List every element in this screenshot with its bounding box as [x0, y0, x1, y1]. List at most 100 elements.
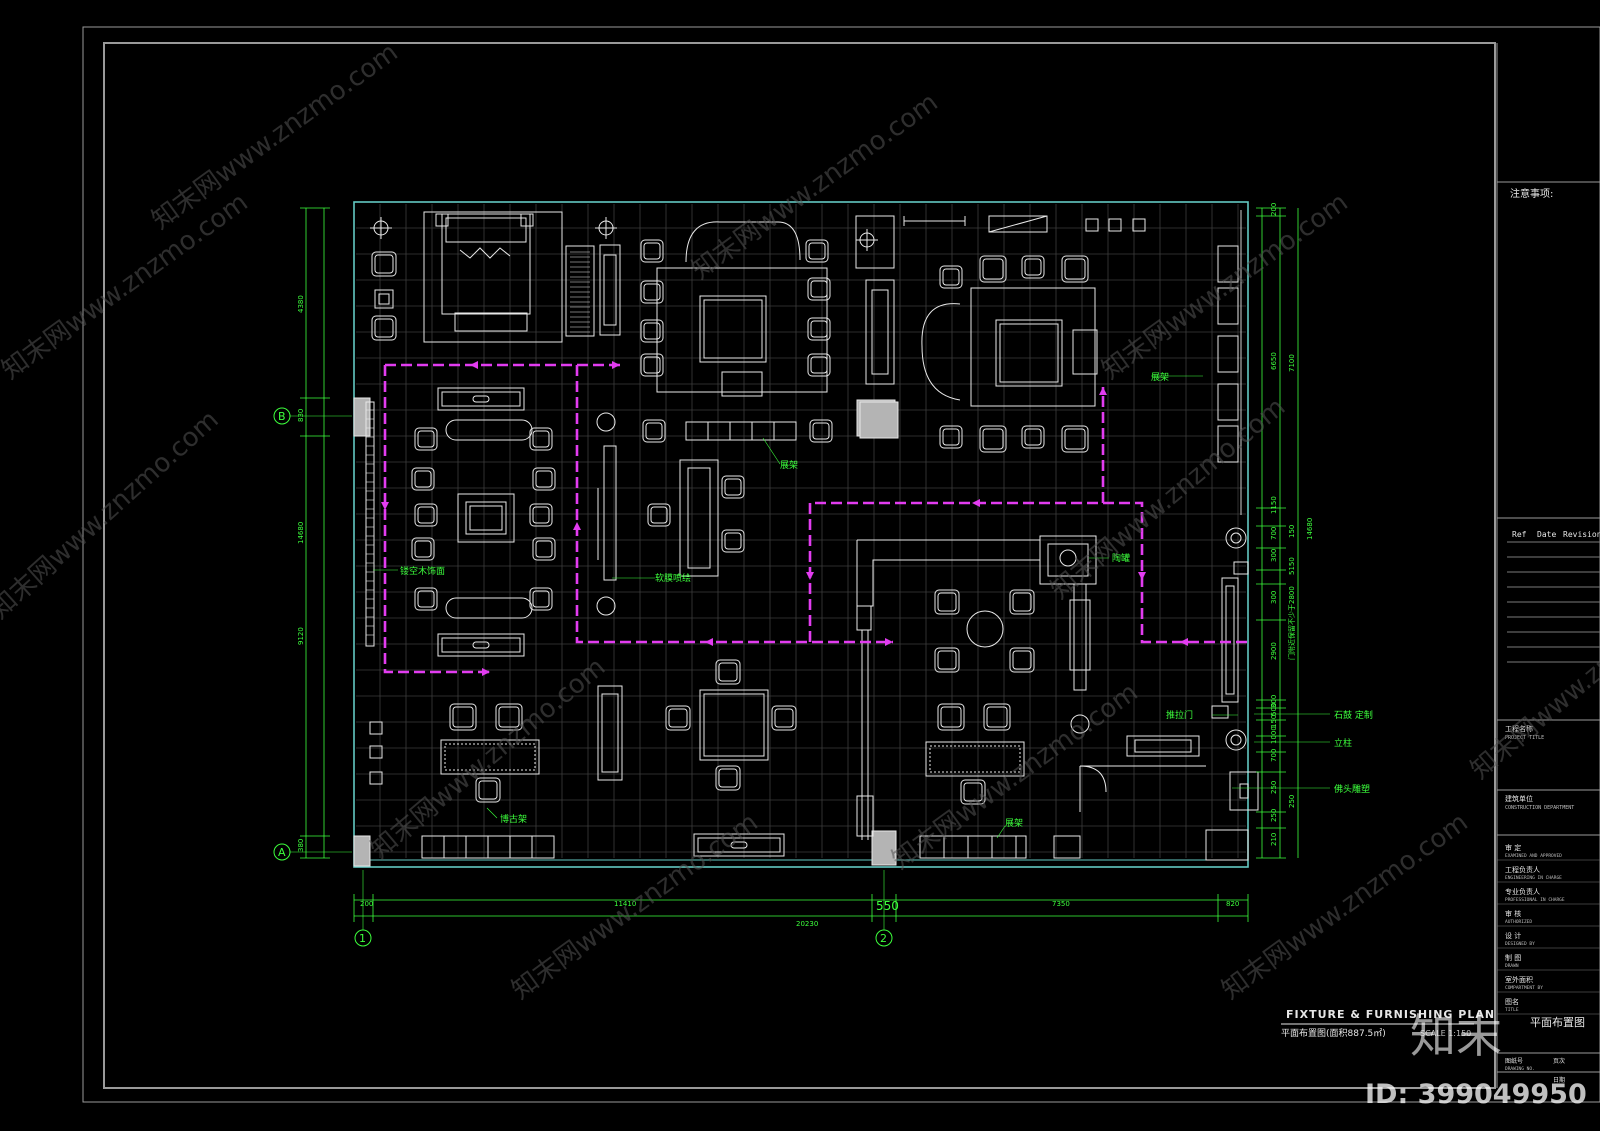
dimension-value: 200 [1270, 203, 1278, 216]
label-hollow-wood-panel: 镂空木饰面 [400, 565, 445, 577]
dimension-value: 700 [1270, 749, 1278, 762]
dimension-value: 9120 [297, 627, 305, 645]
grid-bubbles [273, 407, 893, 947]
dimension-value: 820 [1226, 900, 1239, 908]
dimension-value: 300 [1270, 695, 1278, 708]
role-label-en: AUTHORIZED [1505, 919, 1532, 925]
rev-header-ref: Ref [1512, 530, 1527, 539]
label-display-rack-bottom: 展架 [1005, 818, 1023, 829]
role-label-en: COMPARTMENT BY [1505, 985, 1543, 991]
dimension-value: 250 [1270, 809, 1278, 822]
watermark-text: 知末网www.znzmo.com [686, 87, 943, 285]
watermark-text: 知末网www.znzmo.com [506, 807, 763, 1005]
label-sliding-door: 推拉门 [1166, 709, 1193, 721]
inner-sheet-frame [103, 42, 1496, 1089]
title-block: 注意事项: Ref Date Revision 工程名称 PROJECT TIT… [1497, 181, 1600, 1084]
dimension-value: 20230 [796, 920, 818, 928]
role-label: 工程负责人 [1505, 865, 1540, 874]
label-stone-drum: 石鼓 定制 [1334, 709, 1373, 721]
dimension-value: 11410 [614, 900, 636, 908]
dimension-value: 300 [1270, 549, 1278, 562]
dimension-value: 14680 [297, 522, 305, 544]
grid-axis-1: 1 [359, 932, 366, 945]
role-label-en: DRAWN [1505, 963, 1519, 969]
role-label: 图名 [1505, 997, 1519, 1006]
sheet-label: 页次 [1553, 1057, 1565, 1065]
role-label: 制 图 [1505, 953, 1521, 962]
watermark-id: ID: 399049950 [1365, 1079, 1587, 1110]
label-soft-film-print: 软膜喷绘 [655, 572, 691, 584]
role-label: 审 定 [1505, 843, 1521, 852]
plan-title-cn: 平面布置图(面积887.5㎡) [1281, 1027, 1386, 1039]
dimension-value: 150 [1288, 525, 1296, 538]
watermark-text: 知末网www.znzmo.com [0, 187, 254, 385]
dimension-value: 380 [297, 839, 305, 852]
watermark-text: 知末网www.znzmo.com [886, 677, 1143, 875]
role-label: 室外面积 [1505, 975, 1533, 984]
label-leaders [373, 375, 1330, 839]
dimension-value: 700 [1270, 527, 1278, 540]
dimension-value: 150 [1270, 715, 1278, 728]
grid-axis-b: B [278, 410, 286, 423]
circulation-route [383, 363, 1248, 674]
watermark-text: 知末网www.znzmo.com [365, 652, 611, 865]
role-label-en: DESIGNED BY [1505, 941, 1535, 947]
watermark-text: 知末网www.znzmo.com [146, 37, 403, 235]
rev-header-revision: Revision [1563, 530, 1600, 539]
watermark-text: 知末网www.znzmo.com [0, 405, 225, 625]
plan-scale: SCALE 1:150 [1420, 1029, 1471, 1038]
role-label: 专业负责人 [1505, 887, 1540, 896]
dimension-value: 250 [1270, 781, 1278, 794]
drawing-number-label-en: DRAWING NO. [1505, 1066, 1535, 1072]
role-label-en: PROFESSIONAL IN CHARGE [1505, 897, 1565, 903]
label-pillar: 立柱 [1334, 737, 1352, 749]
dimension-value: 250 [1288, 795, 1296, 808]
dimension-value: 4380 [297, 295, 305, 313]
notes-label: 注意事项: [1510, 187, 1553, 200]
furniture-layer [365, 211, 1259, 861]
dimension-value: 1000 [1270, 726, 1278, 744]
plan-title-short: 平面布置图 [1530, 1016, 1585, 1029]
dimension-value: 14680 [1306, 518, 1314, 540]
watermark-text: 知末网www.znzmo.com [1096, 187, 1353, 385]
dimension-value: 2900 [1270, 642, 1278, 660]
role-label-en: TITLE [1505, 1007, 1519, 1013]
route-arrows [381, 361, 1188, 676]
role-label: 审 核 [1505, 909, 1521, 918]
role-label-en: EXAMINED AND APPROVED [1505, 853, 1562, 859]
floor-tile-grid [356, 204, 1246, 858]
watermark-text: 知末网www.znzmo.com [1465, 572, 1600, 785]
dimension-value: 门附近保留不少于2800 [1287, 586, 1296, 660]
dimension-lines [300, 207, 1299, 922]
label-display-rack-right: 展架 [1151, 372, 1169, 383]
dept-label-en: CONSTRUCTION DEPARTMENT [1505, 805, 1574, 811]
grid-axis-a: A [278, 846, 286, 859]
rev-header-date: Date [1537, 530, 1556, 539]
label-buddha-sculpture: 佛头雕塑 [1334, 783, 1370, 795]
dimension-value: 550 [876, 899, 899, 913]
dimension-value: 6650 [1270, 352, 1278, 370]
plan-title-en: FIXTURE & FURNISHING PLAN [1286, 1008, 1495, 1021]
drawing-number-label: 图纸号 [1505, 1057, 1523, 1065]
dimension-value: 500 [1270, 703, 1278, 716]
project-name-label: 工程名称 [1505, 724, 1533, 733]
dimension-value: 210 [1270, 833, 1278, 846]
outer-sheet-frame [82, 26, 1600, 1103]
label-display-rack-top: 展架 [780, 460, 798, 471]
dimension-value: 300 [1270, 591, 1278, 604]
building-walls [353, 201, 1249, 868]
date-label: 日期 [1553, 1076, 1565, 1084]
dimension-value: 1150 [1270, 496, 1278, 514]
watermark-text: 知末网www.znzmo.com [1216, 807, 1473, 1005]
label-pottery-jar: 陶罐 [1112, 552, 1130, 564]
dimension-value: 5150 [1288, 557, 1296, 575]
role-label-en: ENGINEERING IN CHARGE [1505, 875, 1562, 881]
dept-label: 建筑单位 [1505, 794, 1533, 803]
dimension-value: 200 [360, 900, 373, 908]
dimension-value: 7350 [1052, 900, 1070, 908]
watermark-logo: 知末 [1410, 1009, 1502, 1063]
plan-title: FIXTURE & FURNISHING PLAN 平面布置图(面积887.5㎡… [1281, 1008, 1585, 1039]
label-antique-shelf: 博古架 [500, 813, 527, 825]
